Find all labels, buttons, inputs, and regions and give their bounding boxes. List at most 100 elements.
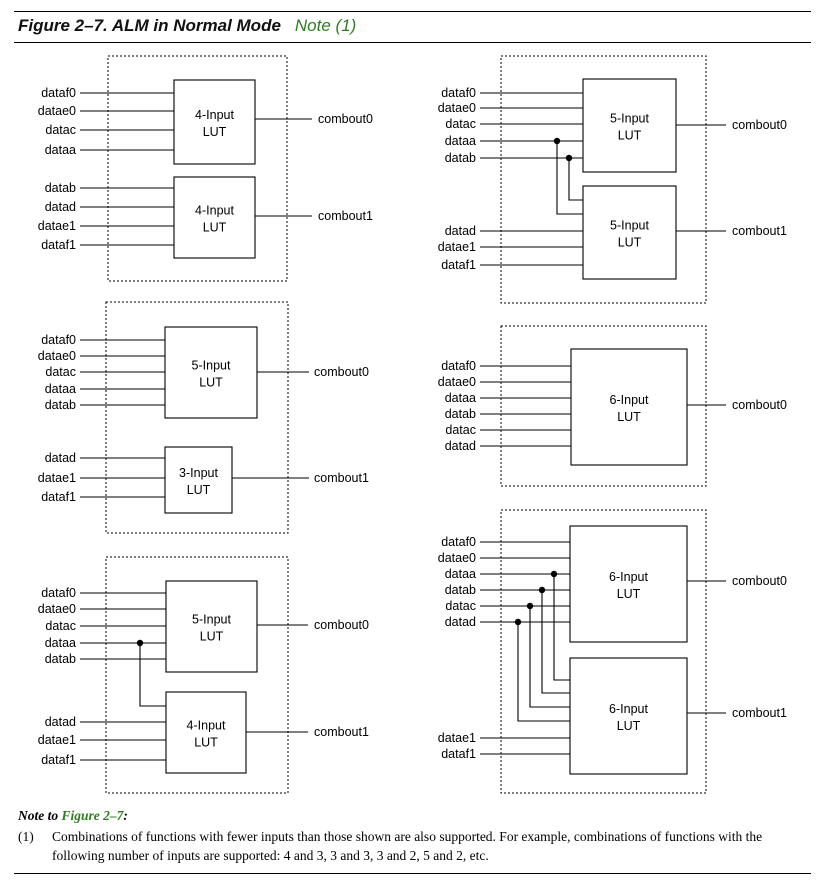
- figure-title-text: Figure 2–7. ALM in Normal Mode: [18, 16, 281, 35]
- junction-dot: [538, 586, 546, 594]
- note-heading-prefix: Note to: [18, 808, 62, 823]
- input-label-datae1: datae1: [38, 219, 76, 233]
- input-label-datac: datac: [45, 123, 76, 137]
- input-label-datae1: datae1: [438, 731, 476, 745]
- lut-label: LUT: [618, 129, 642, 143]
- input-label-datab: datab: [445, 151, 476, 165]
- alm-normal-mode-diagram: 4-InputLUT4-InputLUTdataf0datae0datacdat…: [38, 55, 787, 794]
- lut-label: 4-Input: [187, 719, 226, 733]
- output-label-combout1: combout1: [314, 725, 369, 739]
- note-heading-suffix: :: [123, 808, 128, 823]
- input-label-dataa: dataa: [45, 636, 76, 650]
- input-label-datae0: datae0: [438, 551, 476, 565]
- junction-dot: [565, 154, 573, 162]
- input-label-datae0: datae0: [38, 349, 76, 363]
- note-number: (1): [18, 829, 34, 844]
- input-label-dataa: dataa: [445, 134, 476, 148]
- lut-label: LUT: [618, 236, 642, 250]
- lut-label: 5-Input: [610, 219, 649, 233]
- title-rule: [14, 42, 811, 43]
- input-label-datad: datad: [45, 715, 76, 729]
- input-label-dataf1: dataf1: [41, 490, 76, 504]
- input-label-dataf0: dataf0: [441, 535, 476, 549]
- lut-label: 6-Input: [609, 702, 648, 716]
- alm-boundary: [500, 325, 707, 487]
- input-label-datad: datad: [45, 200, 76, 214]
- junction-dot: [136, 639, 144, 647]
- input-label-datae1: datae1: [438, 240, 476, 254]
- lut-box: [164, 446, 233, 514]
- lut-box: [582, 78, 677, 173]
- lut-label: 5-Input: [192, 359, 231, 373]
- lut-label: LUT: [199, 376, 223, 390]
- input-label-dataf0: dataf0: [41, 333, 76, 347]
- shared-dataa-wire: [556, 141, 583, 215]
- input-label-datad: datad: [445, 615, 476, 629]
- note-figure-link[interactable]: Figure 2–7: [61, 808, 124, 823]
- input-label-dataf1: dataf1: [41, 238, 76, 252]
- lut-label: 4-Input: [195, 108, 234, 122]
- lut-box: [173, 176, 256, 259]
- input-label-datab: datab: [445, 407, 476, 421]
- lut-box: [582, 185, 677, 280]
- lut-label: 6-Input: [610, 393, 649, 407]
- lut-box: [569, 657, 688, 775]
- input-label-datae0: datae0: [438, 101, 476, 115]
- output-label-combout0: combout0: [732, 118, 787, 132]
- shared-datab-wire: [568, 158, 583, 201]
- figure-title: Figure 2–7. ALM in Normal Mode Note (1): [18, 16, 356, 36]
- input-label-datae1: datae1: [38, 733, 76, 747]
- input-label-datac: datac: [445, 599, 476, 613]
- input-label-datab: datab: [445, 583, 476, 597]
- lut-label: LUT: [200, 630, 224, 644]
- bottom-rule: [14, 873, 811, 874]
- lut-box: [569, 525, 688, 643]
- output-label-combout0: combout0: [314, 365, 369, 379]
- input-label-dataf0: dataf0: [41, 86, 76, 100]
- alm-boundary: [105, 556, 289, 794]
- figure-notes: Note to Figure 2–7: (1) Combinations of …: [18, 808, 813, 865]
- lut-label: 4-Input: [195, 204, 234, 218]
- input-label-datad: datad: [445, 224, 476, 238]
- shared-datab-wire: [541, 590, 570, 694]
- input-label-dataa: dataa: [445, 567, 476, 581]
- lut-label: 5-Input: [610, 112, 649, 126]
- junction-dot: [514, 618, 522, 626]
- lut-box: [570, 348, 688, 466]
- note-heading: Note to Figure 2–7:: [18, 808, 813, 824]
- input-label-dataf0: dataf0: [441, 359, 476, 373]
- lut-label: LUT: [617, 719, 641, 733]
- output-label-combout1: combout1: [732, 706, 787, 720]
- input-label-datae0: datae0: [38, 104, 76, 118]
- top-rule: [14, 11, 811, 12]
- shared-dataa-wire: [553, 574, 570, 681]
- alm-boundary: [107, 55, 288, 282]
- note-text: Combinations of functions with fewer inp…: [52, 829, 763, 863]
- output-label-combout0: combout0: [732, 398, 787, 412]
- lut-label: LUT: [187, 483, 211, 497]
- input-label-dataf0: dataf0: [441, 86, 476, 100]
- input-label-datae0: datae0: [38, 602, 76, 616]
- lut-label: 3-Input: [179, 466, 218, 480]
- lut-label: LUT: [617, 587, 641, 601]
- input-label-dataa: dataa: [45, 382, 76, 396]
- input-label-dataf1: dataf1: [441, 258, 476, 272]
- alm-boundary: [105, 301, 289, 534]
- input-label-datac: datac: [45, 619, 76, 633]
- shared-datac-wire: [529, 606, 570, 708]
- input-label-dataf0: dataf0: [41, 586, 76, 600]
- input-label-datad: datad: [445, 439, 476, 453]
- output-label-combout1: combout1: [318, 209, 373, 223]
- input-label-dataf1: dataf1: [41, 753, 76, 767]
- input-label-datad: datad: [45, 451, 76, 465]
- input-label-datab: datab: [45, 181, 76, 195]
- input-label-dataa: dataa: [445, 391, 476, 405]
- lut-box: [165, 580, 258, 673]
- lut-box: [173, 79, 256, 165]
- lut-box: [164, 326, 258, 419]
- lut-label: LUT: [617, 410, 641, 424]
- lut-label: LUT: [203, 125, 227, 139]
- shared-datad-wire: [517, 622, 570, 722]
- figure-note-ref: Note (1): [294, 16, 357, 35]
